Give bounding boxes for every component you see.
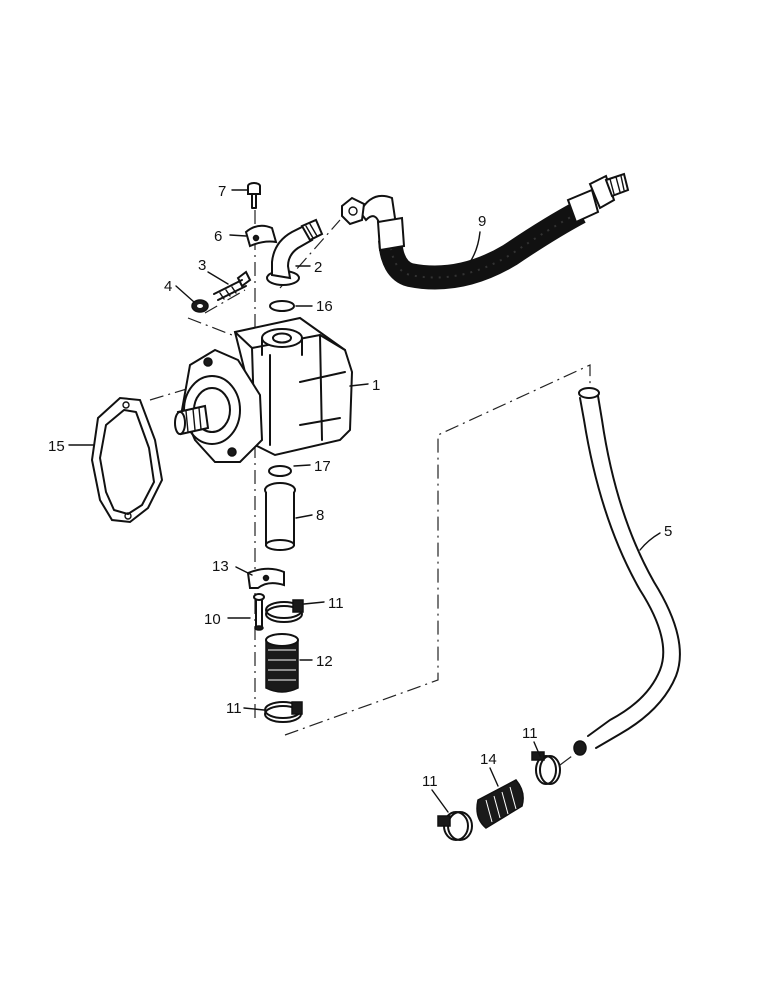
label-part-6: 6: [214, 228, 222, 245]
leader-lines: [68, 189, 661, 813]
label-part-4: 4: [164, 278, 172, 295]
label-part-3: 3: [198, 257, 206, 274]
label-part-11-d: 11: [422, 773, 438, 790]
label-part-17: 17: [314, 458, 331, 475]
label-part-11-c: 11: [522, 725, 538, 742]
label-part-11-b: 11: [226, 700, 242, 717]
hose-clamp-left: [437, 811, 473, 841]
label-part-16: 16: [316, 298, 333, 315]
hose-clamp-right: [531, 751, 561, 785]
label-part-7: 7: [218, 183, 226, 200]
label-part-15: 15: [48, 438, 65, 455]
label-part-1: 1: [372, 377, 380, 394]
bolt-part-10: [253, 593, 265, 631]
label-part-2: 2: [314, 259, 322, 276]
fasteners: [191, 182, 278, 313]
suction-pipe-part-5: [573, 387, 681, 756]
hose-clamp-upper: [265, 599, 304, 623]
hose-clamp-lower: [264, 701, 303, 723]
label-part-14: 14: [480, 751, 497, 768]
label-part-5: 5: [664, 523, 672, 540]
gasket-part-15: [90, 396, 164, 524]
label-part-9: 9: [478, 213, 486, 230]
pump-body-part-1: [174, 316, 354, 463]
suction-tube-part-8: [264, 482, 296, 551]
label-part-10: 10: [204, 611, 221, 628]
label-part-8: 8: [316, 507, 324, 524]
o-rings: [268, 300, 295, 477]
label-part-13: 13: [212, 558, 229, 575]
part-labels: 7 6 3 4 2 16 1 15 17 8 13 10 11 12 11 9 …: [48, 183, 672, 790]
label-part-11-a: 11: [328, 595, 344, 612]
label-part-12: 12: [316, 653, 333, 670]
hose-part-14: [476, 779, 524, 829]
clamp-part-13: [246, 567, 285, 589]
elbow-fitting-part-2: [266, 218, 324, 286]
pressure-hose-part-9: [341, 172, 630, 290]
hose-part-12: [265, 633, 299, 693]
o-ring-part-16: [269, 300, 295, 312]
o-ring-part-17: [268, 465, 292, 477]
